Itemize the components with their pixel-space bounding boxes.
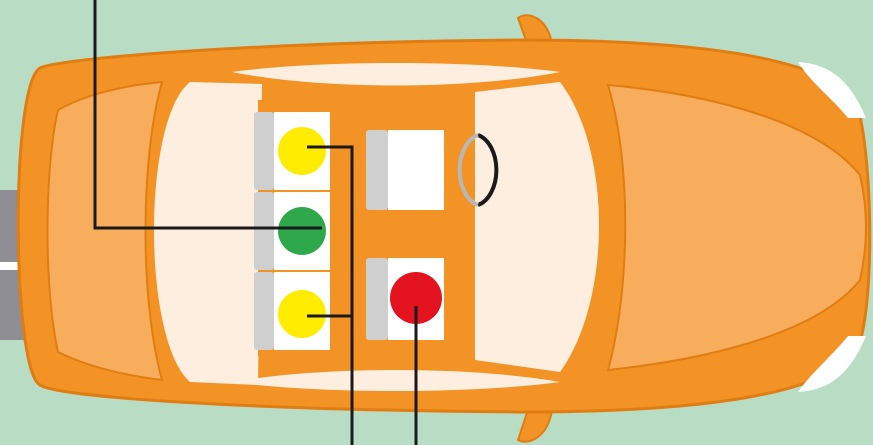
side-window-top	[232, 63, 560, 86]
rear-seat-left	[254, 112, 330, 190]
seat-indicator-yellow	[278, 127, 326, 175]
headlight-top	[798, 62, 866, 118]
front-seat-left	[366, 130, 444, 210]
steering-wheel-front-arc	[457, 133, 479, 207]
seat-indicator-red	[390, 272, 442, 324]
trunk	[46, 80, 164, 382]
seat-back	[366, 130, 388, 210]
side-window-bottom	[232, 370, 560, 391]
callout-lines	[93, 0, 418, 445]
seat-indicator-green	[278, 207, 326, 255]
rear-seat-center	[254, 192, 330, 270]
front-seat-right	[366, 258, 444, 340]
hood	[606, 83, 867, 372]
rear-seat-right	[254, 272, 330, 350]
rear-window	[154, 82, 262, 385]
steering-wheel-icon	[457, 133, 499, 207]
seat-indicator-yellow	[278, 290, 326, 338]
windshield	[475, 82, 599, 372]
seat-back	[254, 112, 274, 190]
seat-back	[254, 272, 274, 350]
seat-back	[366, 258, 388, 340]
seat-cushion	[388, 130, 444, 210]
callout-line-side-seats	[307, 145, 354, 445]
headlight-bottom	[798, 336, 866, 392]
steering-wheel-rear-arc	[477, 133, 499, 207]
callout-line-center-seat	[93, 0, 322, 230]
seat-back	[254, 192, 274, 270]
mirror-bottom	[516, 409, 554, 443]
